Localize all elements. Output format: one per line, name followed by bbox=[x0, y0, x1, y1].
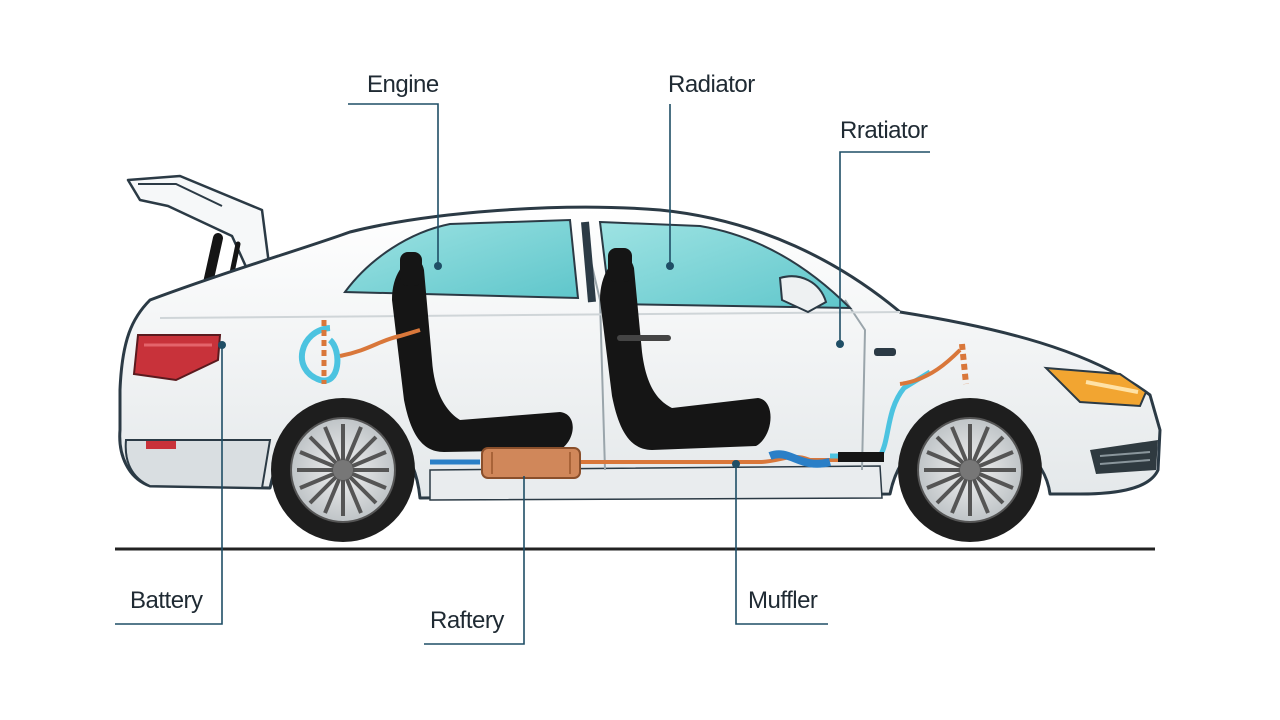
label-radiator-top: Radiator bbox=[668, 71, 755, 98]
callout-radiator-right: Rratiator bbox=[836, 117, 930, 348]
callout-battery-left: Battery bbox=[115, 341, 226, 625]
label-battery-bottom: Raftery bbox=[430, 607, 504, 634]
label-radiator-right: Rratiator bbox=[840, 117, 928, 144]
muffler-canister bbox=[481, 447, 581, 479]
front-wheel bbox=[898, 398, 1042, 542]
label-battery-left: Battery bbox=[130, 587, 203, 614]
door-handle bbox=[874, 348, 896, 356]
rear-seat bbox=[392, 252, 573, 452]
callout-radiator-top: Radiator bbox=[666, 71, 756, 270]
front-seat bbox=[600, 248, 771, 450]
callout-engine: Engine bbox=[348, 71, 442, 270]
exhaust-and-coolant-lines bbox=[299, 320, 969, 468]
side-mirror bbox=[778, 275, 828, 314]
headlight bbox=[1043, 366, 1148, 408]
rear-wheel bbox=[271, 398, 415, 542]
callout-muffler: Muffler bbox=[732, 460, 828, 625]
label-muffler: Muffler bbox=[748, 587, 818, 614]
label-engine: Engine bbox=[367, 71, 439, 98]
callout-battery-bottom: Raftery bbox=[424, 476, 525, 645]
